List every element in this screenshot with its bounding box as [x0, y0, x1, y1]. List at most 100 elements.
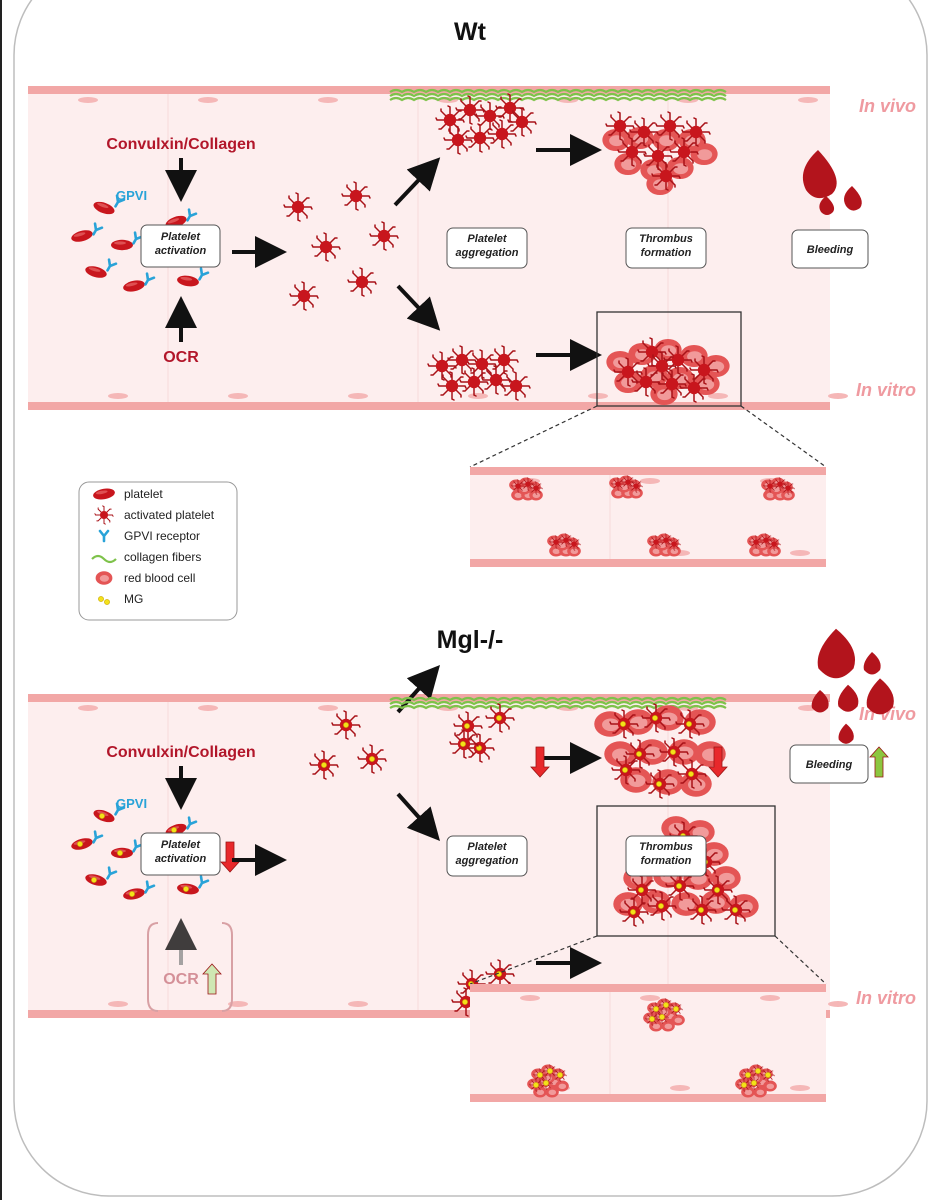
mg-icon [496, 715, 502, 721]
endothelial-nucleus [828, 1001, 848, 1007]
vessel-wall-bottom [28, 402, 830, 410]
endothelial-nucleus [520, 995, 540, 1001]
red-blood-cell-icon [661, 1020, 675, 1032]
collagen-fibers-icon [389, 96, 727, 102]
arrow-decrease-aggregation [530, 746, 550, 778]
box-platelet-activation-border [140, 832, 221, 876]
collagen-fibers-icon [389, 88, 727, 94]
endothelial-nucleus [318, 97, 338, 103]
endothelial-nucleus [228, 1001, 248, 1007]
collagen-fibers-icon [91, 554, 117, 564]
blood-drop-icon [838, 723, 854, 744]
box-platelet-aggregation-label: Platelet [467, 841, 507, 853]
endothelial-nucleus [790, 1085, 810, 1091]
box-bleeding: Bleeding [789, 744, 869, 784]
mg-icon [343, 722, 349, 728]
endothelial-nucleus [708, 393, 728, 399]
mg-icon [630, 909, 636, 915]
mg-icon [533, 1082, 539, 1088]
mg-icon [537, 1072, 543, 1078]
mg-icon [653, 1006, 659, 1012]
blood-drop-icon [811, 690, 829, 713]
endothelial-nucleus [198, 97, 218, 103]
mini-thrombus [643, 998, 685, 1032]
arrow-increase-bleeding [869, 746, 889, 778]
legend-item: collagen fibers [91, 550, 201, 564]
box-thrombus-formation-label: formation [641, 247, 692, 259]
box-bleeding: Bleeding [791, 229, 869, 269]
mg-icon [321, 762, 327, 768]
mg-icon [755, 1068, 761, 1074]
legend-box [78, 481, 238, 621]
bleeding-drops [802, 150, 862, 215]
blood-drop-icon [863, 652, 881, 675]
mg-icon [636, 751, 642, 757]
mg-icon [698, 907, 704, 913]
mg-icon [98, 596, 104, 602]
box-thrombus-formation-border [625, 227, 707, 269]
collagen-fibers-icon [389, 92, 727, 98]
vessel-wall-bottom [470, 559, 826, 567]
endothelial-nucleus [790, 550, 810, 556]
mg-icon [688, 771, 694, 777]
mg-icon [673, 1006, 679, 1012]
label-in-vivo: In vivo [859, 96, 916, 116]
arrow-decrease-thrombus [708, 746, 728, 778]
mg-icon [460, 741, 466, 747]
cell-cluster [594, 703, 726, 799]
mg-icon [741, 1082, 747, 1088]
box-bleeding-label: Bleeding [807, 244, 854, 256]
mg-icon [77, 841, 83, 847]
endothelial-nucleus [640, 995, 660, 1001]
mg-icon [557, 1072, 563, 1078]
arrow-to-in-vivo [393, 157, 441, 207]
platelet-icon [111, 239, 133, 251]
endothelial-nucleus [640, 478, 660, 484]
endothelial-nucleus [468, 393, 488, 399]
mg-icon [91, 877, 97, 883]
arrow-to-in-vitro [396, 792, 441, 841]
box-platelet-activation-label: activation [155, 853, 207, 865]
mg-icon [676, 883, 682, 889]
mg-icon [670, 749, 676, 755]
box-thrombus-formation-label: formation [641, 855, 692, 867]
mg-icon [658, 903, 664, 909]
red-blood-cell-icon [690, 142, 718, 166]
red-blood-cell-icon [741, 1086, 755, 1098]
mg-icon [547, 1068, 553, 1074]
legend-item: red blood cell [95, 571, 195, 585]
reagent-ocr: OCR [163, 971, 199, 988]
box-platelet-activation-label: activation [155, 245, 207, 257]
legend-label: activated platelet [124, 508, 215, 522]
reagent-convulxin-collagen: Convulxin/Collagen [106, 744, 255, 761]
mg-icon [765, 1072, 771, 1078]
blood-drop-icon [802, 150, 837, 199]
inset-highlight-box [596, 311, 742, 407]
mg-icon [751, 1080, 757, 1086]
mg-icon [620, 721, 626, 727]
endothelial-nucleus [670, 1085, 690, 1091]
box-platelet-activation-label: Platelet [161, 231, 201, 243]
vessel-wall-top [470, 467, 826, 475]
endothelial-nucleus [108, 1001, 128, 1007]
box-platelet-activation-border [140, 224, 221, 268]
red-blood-cell-icon [545, 1086, 559, 1098]
reagent-ocr: OCR [163, 349, 199, 366]
inset-highlight-box [596, 805, 776, 937]
endothelial-nucleus [348, 393, 368, 399]
box-platelet-aggregation-label: aggregation [456, 247, 519, 259]
zoom-line-left [469, 405, 598, 468]
red-blood-cell-icon [95, 571, 113, 585]
mg-icon [464, 723, 470, 729]
cell-cluster [449, 703, 515, 763]
blood-drop-icon [866, 678, 894, 715]
legend-label: platelet [124, 487, 163, 501]
legend-label: collagen fibers [124, 550, 201, 564]
legend-label: MG [124, 592, 143, 606]
